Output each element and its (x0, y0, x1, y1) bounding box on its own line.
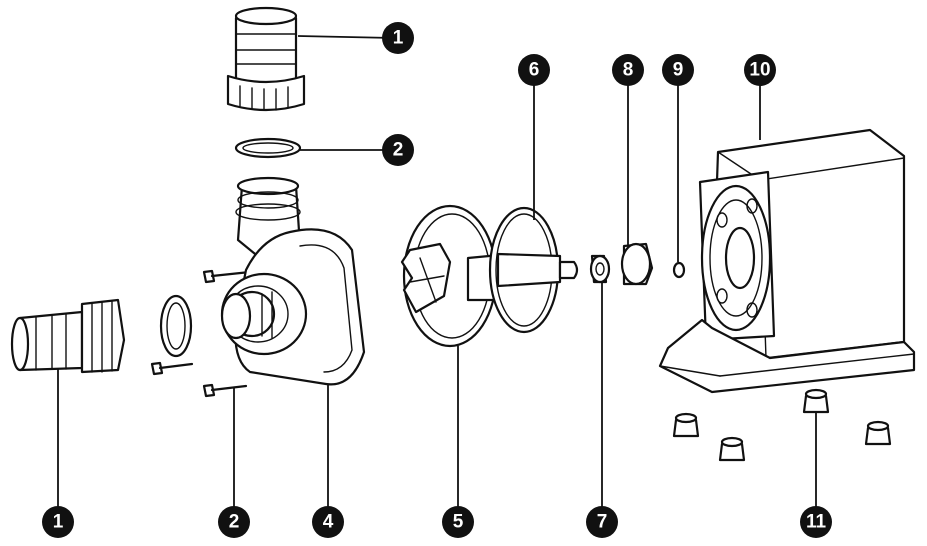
callout-bushing-small: 7 (586, 506, 618, 538)
callout-fitting-bottom: 1 (42, 506, 74, 538)
hose-fitting-top (226, 6, 306, 112)
large-bushing (620, 242, 654, 286)
svg-text:1: 1 (53, 512, 64, 533)
svg-text:1: 1 (393, 28, 404, 49)
small-bushing (589, 254, 611, 284)
o-ring-top (234, 137, 302, 159)
svg-text:10: 10 (749, 60, 770, 81)
svg-text:8: 8 (623, 60, 634, 81)
callout-foot: 11 (800, 506, 832, 538)
svg-text:4: 4 (323, 512, 334, 533)
callout-impeller: 5 (442, 506, 474, 538)
svg-text:6: 6 (529, 60, 540, 81)
svg-text:2: 2 (229, 512, 240, 533)
svg-text:7: 7 (597, 512, 608, 533)
o-ring-side (159, 294, 193, 358)
callout-motor: 10 (744, 54, 776, 86)
svg-text:11: 11 (806, 512, 827, 533)
shaft-washer (672, 261, 686, 279)
callout-bushing-large: 8 (612, 54, 644, 86)
callout-oring-top: 2 (382, 134, 414, 166)
motor-block (658, 128, 916, 394)
callout-oring-large: 6 (518, 54, 550, 86)
suction-feet (672, 388, 892, 462)
hose-fitting-left (10, 298, 126, 374)
callout-shaft-end: 9 (662, 54, 694, 86)
volute-housing (220, 176, 366, 386)
svg-text:9: 9 (673, 60, 684, 81)
callout-screws: 2 (218, 506, 250, 538)
callout-volute: 4 (312, 506, 344, 538)
screws (150, 269, 252, 398)
callout-fitting-top: 1 (382, 22, 414, 54)
leader-lines (57, 35, 817, 522)
svg-text:2: 2 (393, 140, 404, 161)
svg-text:5: 5 (453, 512, 464, 533)
rotor-shaft-oring (488, 206, 579, 334)
